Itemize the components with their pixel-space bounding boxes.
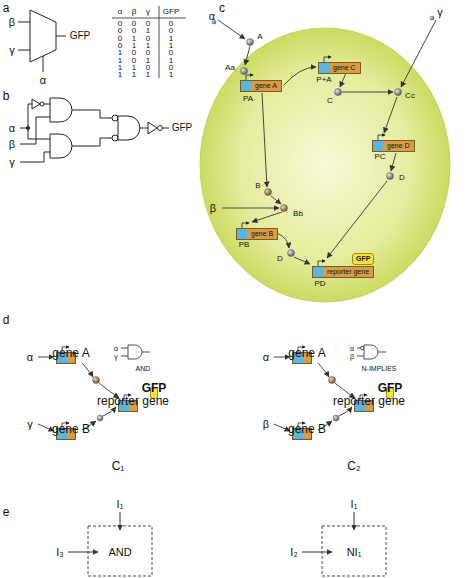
reaction-arrows <box>38 357 355 431</box>
cell-body <box>200 28 450 302</box>
signal-label: β <box>210 203 216 214</box>
signal-label: PD <box>314 280 325 288</box>
truth-table-cell: 1 <box>169 71 173 79</box>
gene-label: reporter gene <box>333 395 405 407</box>
signal-label: α <box>27 352 33 363</box>
cell-body: αγANDgene AGFPreporter genegene BC₁ <box>20 318 216 494</box>
truth-table-rules <box>112 6 186 78</box>
signal-label: I₂ <box>290 547 297 558</box>
gene-box: gene A <box>240 80 282 92</box>
gene-box: gene B <box>56 428 76 440</box>
signal-label: β <box>9 17 15 28</box>
gene-box: gene B <box>236 228 278 240</box>
gate-label: γ <box>114 353 118 360</box>
signal-label: γ <box>437 7 443 18</box>
signal-label: GFP <box>172 123 193 133</box>
cell-name: C₁ <box>112 460 125 472</box>
gene-label: gene A <box>288 347 325 359</box>
signal-label: γ <box>9 157 15 168</box>
gene-box: gene A <box>292 352 312 364</box>
gene-box: gene B <box>292 428 312 440</box>
signal-label: α <box>9 123 15 134</box>
gate-circuit <box>20 98 169 162</box>
signal-label: Bb <box>293 210 303 218</box>
gene-label: reporter gene <box>327 268 369 275</box>
gene-box: reporter gene <box>354 400 374 412</box>
reporter-label: GFP <box>356 255 370 262</box>
truth-table-cell: α <box>118 8 123 16</box>
truth-table-cell: 1 <box>132 71 136 79</box>
gate-boundary <box>88 526 386 576</box>
reporter-label: GFP <box>378 382 403 394</box>
truth-table-cell: 1 <box>146 71 150 79</box>
reporter-box: GFP <box>352 253 374 265</box>
gate-name: AND <box>136 365 151 372</box>
gene-box: reporter gene <box>118 400 138 412</box>
signal-label: γ <box>9 45 15 56</box>
gene-label: gene B <box>251 230 273 237</box>
gate-label: α <box>114 345 118 352</box>
gene-box: gene D <box>372 140 415 152</box>
truth-table-cell: 1 <box>118 71 122 79</box>
cell-body: αβN-IMPLIESgene AGFPreporter genegene BC… <box>256 318 452 494</box>
gate-name: N-IMPLIES <box>361 365 396 372</box>
logic-gate: αβN-IMPLIES <box>348 340 410 374</box>
gene-label: reporter gene <box>97 395 169 407</box>
gate-symbol <box>121 345 386 359</box>
gate-label: α <box>350 345 354 352</box>
signal-label: β <box>9 139 15 150</box>
signal-label: Aa <box>225 64 235 72</box>
signal-label: D <box>399 174 405 182</box>
reaction-arrows <box>218 20 436 264</box>
gene-label: gene C <box>333 64 356 71</box>
panel-letter: d <box>3 314 10 326</box>
signal-label: B <box>255 182 260 190</box>
signal-label: D <box>277 255 283 263</box>
panel-letter: a <box>3 2 10 14</box>
gene-box: reporter gene <box>312 266 374 278</box>
logic-gate: αγAND <box>112 340 174 374</box>
gene-box: gene A <box>56 352 76 364</box>
gene-label: gene B <box>52 423 90 435</box>
signal-label: Cc <box>405 92 415 100</box>
signal-label: A <box>257 33 262 41</box>
promoter-arrows <box>62 57 385 428</box>
gene-label: gene A <box>255 82 277 89</box>
signal-label: I₁ <box>117 499 124 510</box>
gate-node: NI₁ <box>334 532 374 572</box>
panel-letter: e <box>3 506 10 518</box>
signal-label: PB <box>239 241 250 249</box>
cell-name: C₂ <box>347 460 360 472</box>
truth-table-cell: β <box>132 8 137 16</box>
gate-name: NI₁ <box>347 547 362 558</box>
signal-label: PA <box>243 95 253 103</box>
signal-label: GFP <box>70 31 91 41</box>
panel-letter: c <box>219 2 225 14</box>
reporter-label: GFP <box>142 382 167 394</box>
signal-label: α <box>263 352 269 363</box>
panel-letter: b <box>3 90 10 102</box>
gene-label: gene D <box>387 142 410 149</box>
truth-table-cell: γ <box>146 8 150 16</box>
gene-box: gene C <box>318 62 361 74</box>
signal-label: α <box>40 75 46 86</box>
signal-label: PC <box>374 153 385 161</box>
gene-label: gene B <box>288 423 326 435</box>
signal-label: α <box>209 11 215 22</box>
gate-label: β <box>350 353 354 360</box>
signal-label: I₁ <box>351 499 358 510</box>
multiplexer-symbol <box>18 10 66 72</box>
signal-label: β <box>263 419 269 430</box>
gate-node: AND <box>100 532 140 572</box>
signal-label: P+A <box>316 76 331 84</box>
truth-table-cell: GFP <box>163 8 179 16</box>
gene-label: gene A <box>52 347 89 359</box>
signal-label: C <box>327 97 333 105</box>
gate-name: AND <box>108 547 131 558</box>
molecule-dots <box>212 16 434 257</box>
signal-label: I₃ <box>56 547 64 558</box>
molecule-dots <box>93 377 340 422</box>
signal-label: γ <box>27 419 33 430</box>
